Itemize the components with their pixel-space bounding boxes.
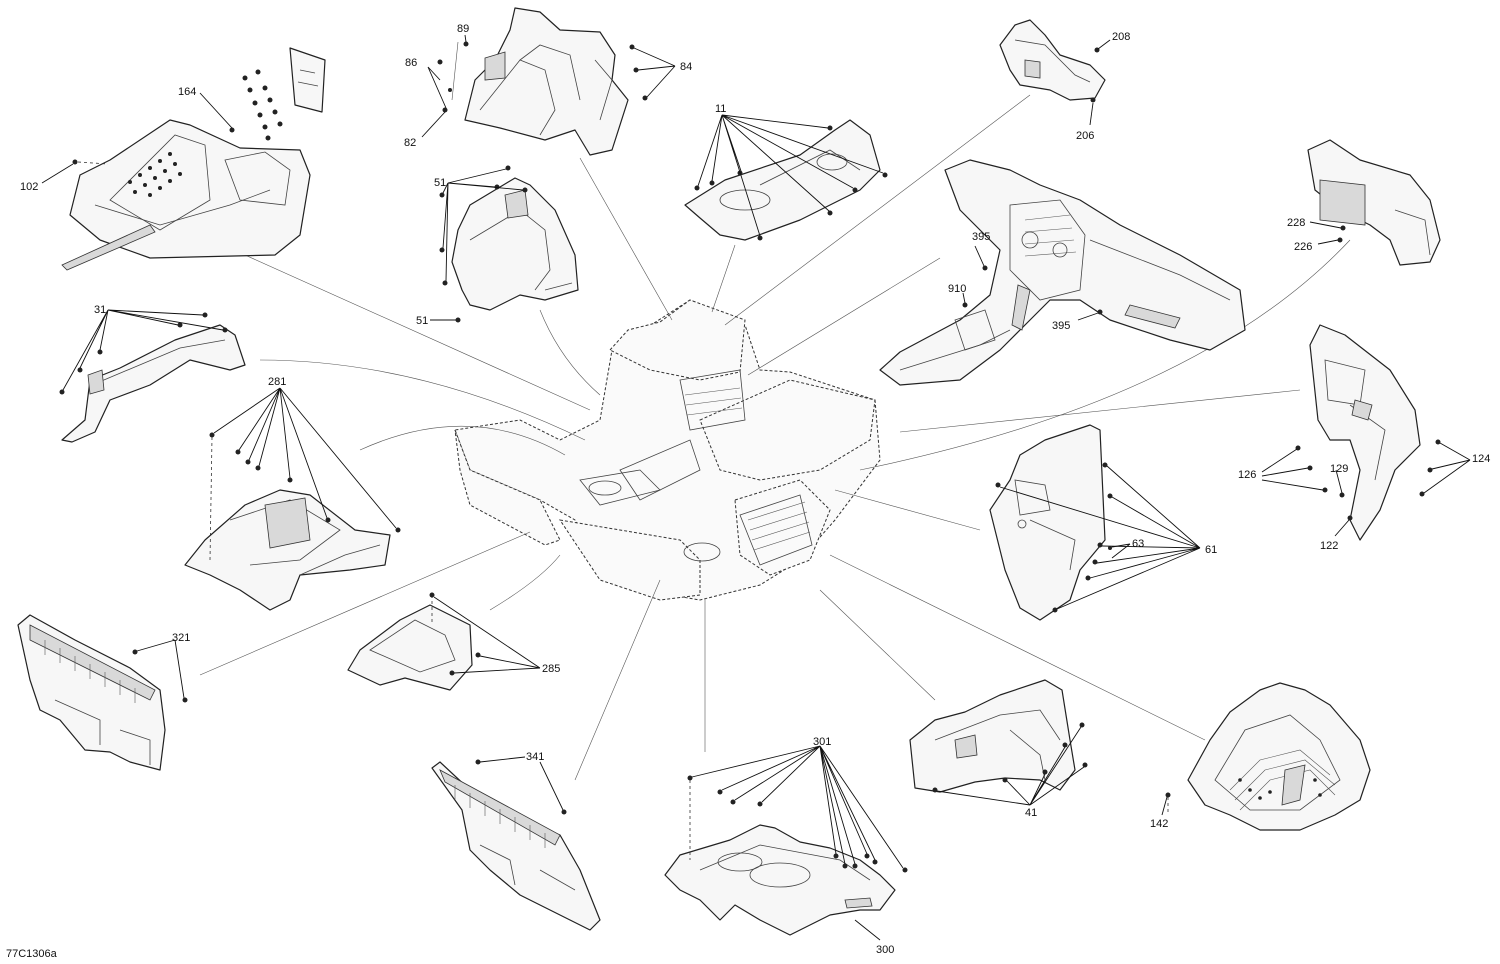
left-footwell-tray: 164 102 — [20, 47, 326, 271]
callout-228: 228 — [1287, 217, 1305, 229]
right-footwell-tray: 142 — [1150, 682, 1371, 831]
dashboard-assembly: 395 910 395 — [879, 159, 1246, 386]
callout-86: 86 — [405, 57, 417, 69]
callout-395-top: 395 — [972, 231, 990, 243]
fastener-set-31 — [59, 312, 228, 395]
callout-281: 281 — [268, 376, 286, 388]
seat-base-support: 281 — [184, 376, 401, 611]
callout-208: 208 — [1112, 31, 1130, 43]
callout-51-bottom: 51 — [416, 315, 428, 327]
right-side-bracket: 228 226 — [1287, 139, 1441, 266]
callout-126: 126 — [1238, 469, 1256, 481]
callout-910: 910 — [948, 283, 966, 295]
right-front-inner-panel: 41 — [909, 679, 1088, 819]
callout-82: 82 — [404, 137, 416, 149]
callout-395-bottom: 395 — [1052, 320, 1070, 332]
fastener-cluster-164 — [229, 69, 283, 141]
fastener-set-281 — [209, 432, 401, 533]
upper-bracket: 208 206 — [999, 19, 1130, 142]
front-lower-panel: 341 — [431, 751, 601, 931]
callout-51-top: 51 — [434, 177, 446, 189]
callout-285: 285 — [542, 663, 560, 675]
callout-63: 63 — [1132, 538, 1144, 550]
front-left-panel: 321 — [17, 614, 190, 771]
callout-341: 341 — [526, 751, 544, 763]
central-grille — [739, 494, 813, 566]
fastener-set-301 — [687, 775, 908, 873]
right-inner-panel: 61 63 — [989, 424, 1217, 621]
assembly-leader-lines — [199, 94, 1351, 781]
callout-301: 301 — [813, 736, 831, 748]
rear-left-panel: 86 89 82 84 — [404, 7, 692, 156]
callout-300: 300 — [876, 944, 894, 956]
diagram-reference-number: 77C1306a — [6, 948, 58, 960]
left-rocker-trim: 31 — [59, 304, 246, 443]
center-console-cover: 11 — [684, 103, 888, 241]
callout-142: 142 — [1150, 818, 1168, 830]
center-side-panel: 51 51 — [416, 165, 579, 327]
callout-11: 11 — [715, 103, 726, 115]
callout-206: 206 — [1076, 130, 1094, 142]
callout-226: 226 — [1294, 241, 1312, 253]
callout-321: 321 — [172, 632, 190, 644]
callout-31: 31 — [94, 304, 106, 316]
fastener-set-11 — [694, 125, 888, 241]
central-frame-assembly — [454, 299, 881, 601]
callout-129: 129 — [1330, 463, 1348, 475]
callout-61: 61 — [1205, 544, 1217, 556]
tray-perforation-grid — [128, 152, 182, 197]
callout-164: 164 — [178, 86, 196, 98]
callout-89: 89 — [457, 23, 469, 35]
callout-41: 41 — [1025, 807, 1037, 819]
tray-grate-142 — [1229, 749, 1336, 811]
small-skid-plate: 285 — [347, 592, 560, 691]
fastener-set-61 — [995, 462, 1113, 613]
rear-right-panel: 126 129 124 122 — [1238, 324, 1490, 552]
floor-pan: 301 300 — [664, 736, 908, 956]
callout-124: 124 — [1472, 453, 1490, 465]
callout-102: 102 — [20, 181, 38, 193]
callout-122: 122 — [1320, 540, 1338, 552]
callout-84: 84 — [680, 61, 692, 73]
